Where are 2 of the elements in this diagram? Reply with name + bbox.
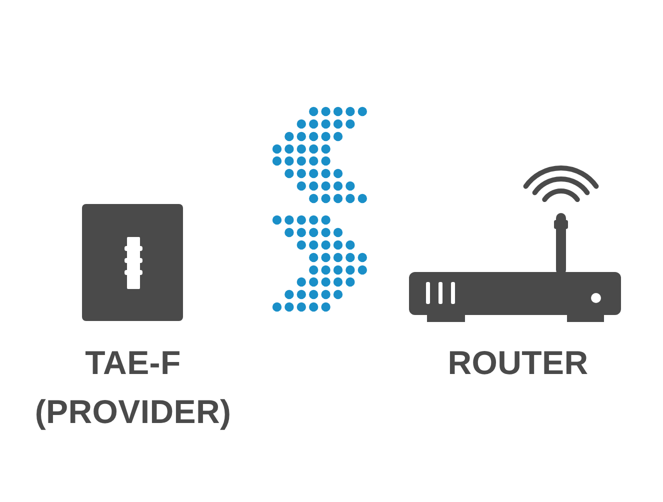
device-label: ROUTER — [446, 343, 590, 383]
device-label: TAE-F (PROVIDER) — [34, 343, 232, 432]
